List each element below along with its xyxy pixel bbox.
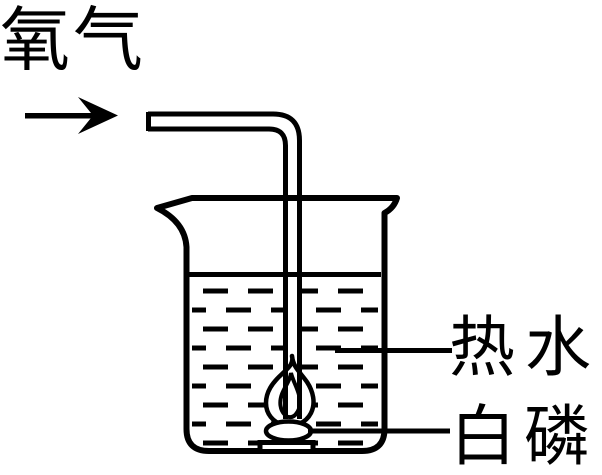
white-phosphorus-label: 白磷 (450, 401, 598, 474)
oxygen-gas-label: 氧气 (0, 3, 146, 80)
oxygen-delivery-tube (146, 111, 302, 419)
phosphorus-dish (263, 419, 314, 443)
beaker (154, 195, 400, 454)
hot-water-label: 热水 (449, 312, 601, 385)
dish-stand (257, 440, 316, 454)
gas-flow-arrow-icon (25, 97, 118, 134)
